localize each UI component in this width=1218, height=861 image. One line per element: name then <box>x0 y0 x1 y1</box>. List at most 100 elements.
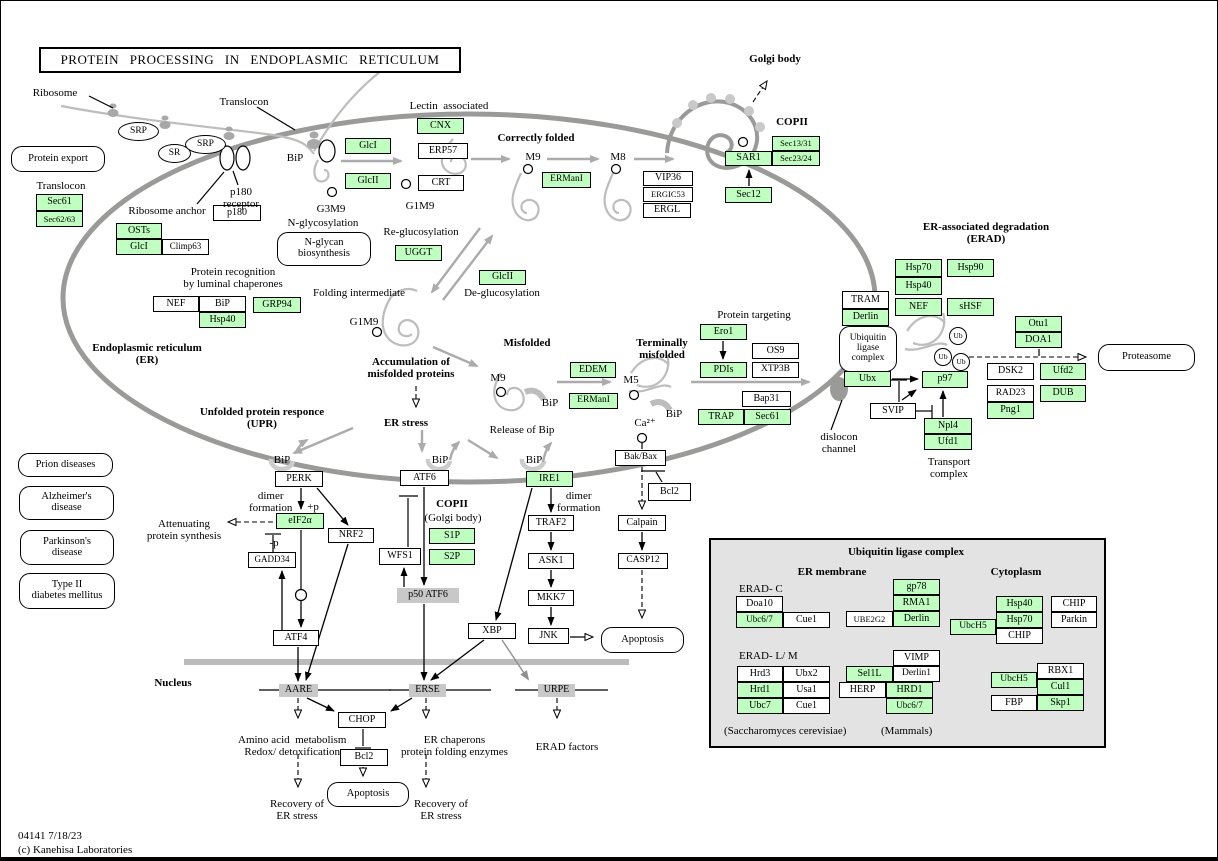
box-p180[interactable]: p180 <box>213 205 261 221</box>
gene-ubc67-mam[interactable]: Ubc6/7 <box>886 698 933 714</box>
gene-ufd1[interactable]: Ufd1 <box>924 434 972 450</box>
box-climp63[interactable]: Climp63 <box>162 239 209 255</box>
gene-ubch5-a[interactable]: UbcH5 <box>950 619 996 635</box>
box-parkin[interactable]: Parkin <box>1051 612 1097 628</box>
box-xbp[interactable]: XBP <box>468 623 516 639</box>
gene-ubc67-eradc[interactable]: Ubc6/7 <box>736 612 783 628</box>
gene-npl4[interactable]: Npl4 <box>924 418 972 434</box>
box-os9[interactable]: OS9 <box>752 343 799 359</box>
gene-dub[interactable]: DUB <box>1040 385 1086 402</box>
gene-sel1l[interactable]: Sel1L <box>846 666 893 682</box>
box-ask1[interactable]: ASK1 <box>528 553 574 569</box>
box-derlin1[interactable]: Derlin1 <box>893 666 940 682</box>
gene-otu1[interactable]: Otu1 <box>1015 316 1062 332</box>
box-nef-lum[interactable]: NEF <box>153 296 199 312</box>
gene-s1p[interactable]: S1P <box>429 528 475 544</box>
gene-ubc7[interactable]: Ubc7 <box>737 698 783 714</box>
box-crt[interactable]: CRT <box>418 175 464 191</box>
box-chip-stack[interactable]: CHIP <box>996 628 1043 644</box>
gene-pdis[interactable]: PDIs <box>700 362 747 378</box>
gene-eif2a[interactable]: eIF2α <box>276 513 324 529</box>
gene-edem[interactable]: EDEM <box>570 362 616 378</box>
gene-glcii-2[interactable]: GlcII <box>479 270 526 285</box>
gene-sec12[interactable]: Sec12 <box>725 187 772 203</box>
box-ubx2[interactable]: Ubx2 <box>783 666 830 682</box>
pathway-apoptosis-nuc[interactable]: Apoptosis <box>327 782 409 807</box>
gene-sec61-left[interactable]: Sec61 <box>36 194 83 211</box>
gene-sar1[interactable]: SAR1 <box>725 151 772 166</box>
gene-sec61-mid[interactable]: Sec61 <box>744 409 791 425</box>
gene-cnx[interactable]: CNX <box>417 118 464 134</box>
box-bak-bax[interactable]: Bak/Bax <box>615 450 666 466</box>
box-nrf2[interactable]: NRF2 <box>328 528 374 543</box>
gene-hsp70-erad[interactable]: Hsp70 <box>895 259 942 277</box>
box-ergl[interactable]: ERGL <box>643 203 691 218</box>
gene-glci-ost[interactable]: GlcI <box>116 239 162 255</box>
gene-sec62-63[interactable]: Sec62/63 <box>36 211 83 227</box>
box-tram[interactable]: TRAM <box>842 291 889 309</box>
box-hrd3[interactable]: Hrd3 <box>737 666 783 682</box>
box-erp57[interactable]: ERP57 <box>418 143 468 159</box>
pathway-n-glycan-biosynthesis[interactable]: N-glycan biosynthesis <box>277 232 371 266</box>
gene-glcii[interactable]: GlcII <box>345 173 391 189</box>
box-ube2g2[interactable]: UBE2G2 <box>846 611 893 627</box>
box-rad23[interactable]: RAD23 <box>987 385 1034 402</box>
box-vimp[interactable]: VIMP <box>893 650 940 666</box>
gene-png1[interactable]: Png1 <box>987 402 1034 419</box>
disease-alzheimer[interactable]: Alzheimer's disease <box>19 486 114 520</box>
gene-sec13-31[interactable]: Sec13/31 <box>772 136 820 151</box>
gene-ero1[interactable]: Ero1 <box>700 324 747 340</box>
box-bap31[interactable]: Bap31 <box>742 391 791 407</box>
box-wfs1[interactable]: WFS1 <box>379 548 421 565</box>
box-cue1-a[interactable]: Cue1 <box>783 612 830 628</box>
gene-p97[interactable]: p97 <box>922 371 968 388</box>
gene-ermani-top[interactable]: ERManI <box>542 172 591 188</box>
box-calpain[interactable]: Calpain <box>618 515 666 531</box>
box-casp12[interactable]: CASP12 <box>618 553 668 569</box>
box-cue1-b[interactable]: Cue1 <box>783 698 830 714</box>
gene-uggt[interactable]: UGGT <box>395 245 442 261</box>
complex-ubiquitin-ligase[interactable]: Ubiquitin ligase complex <box>839 326 897 372</box>
box-vip36[interactable]: VIP36 <box>643 171 693 186</box>
gene-s2p[interactable]: S2P <box>429 549 475 565</box>
gene-ermani-2[interactable]: ERManI <box>569 393 618 409</box>
disease-diabetes[interactable]: Type II diabetes mellitus <box>19 573 115 609</box>
box-usa1[interactable]: Usa1 <box>783 682 830 698</box>
pathway-protein-export[interactable]: Protein export <box>11 146 105 172</box>
box-atf6[interactable]: ATF6 <box>400 470 449 486</box>
box-perk[interactable]: PERK <box>275 471 323 487</box>
pathway-apoptosis-upr[interactable]: Apoptosis <box>601 627 684 653</box>
gene-ubx[interactable]: Ubx <box>844 371 891 387</box>
box-traf2[interactable]: TRAF2 <box>528 515 574 531</box>
gene-hrd1-mam[interactable]: HRD1 <box>886 682 933 698</box>
gene-nef-erad[interactable]: NEF <box>895 298 942 316</box>
gene-shsf[interactable]: sHSF <box>947 298 994 316</box>
gene-trap[interactable]: TRAP <box>698 409 744 425</box>
gene-ufd2[interactable]: Ufd2 <box>1040 363 1086 380</box>
gene-rma1[interactable]: RMA1 <box>893 595 940 611</box>
box-chip-2[interactable]: CHIP <box>1051 596 1097 612</box>
disease-prion[interactable]: Prion diseases <box>18 453 113 477</box>
box-ergic53[interactable]: ERGIC53 <box>643 187 693 202</box>
gene-hsp40-lum[interactable]: Hsp40 <box>199 312 246 328</box>
gene-ubch5-b[interactable]: UbcH5 <box>991 672 1037 688</box>
gene-derlin-ulc[interactable]: Derlin <box>893 611 940 627</box>
gene-ire1[interactable]: IRE1 <box>526 471 573 487</box>
disease-parkinson[interactable]: Parkinson's disease <box>20 530 114 565</box>
gene-derlin-erad[interactable]: Derlin <box>842 309 889 326</box>
gene-skp1[interactable]: Skp1 <box>1037 695 1084 711</box>
gene-hsp40-ulc[interactable]: Hsp40 <box>996 596 1043 612</box>
gene-doa1[interactable]: DOA1 <box>1015 332 1062 348</box>
box-xtp3b[interactable]: XTP3B <box>752 362 799 378</box>
gene-sec23-24[interactable]: Sec23/24 <box>772 151 820 166</box>
pathway-proteasome[interactable]: Proteasome <box>1098 344 1195 371</box>
box-bcl2-upr[interactable]: Bcl2 <box>648 483 691 501</box>
gene-osts[interactable]: OSTs <box>116 223 162 239</box>
box-svip[interactable]: SVIP <box>870 403 916 419</box>
box-jnk[interactable]: JNK <box>528 628 569 644</box>
gene-cul1[interactable]: Cul1 <box>1037 679 1084 695</box>
gene-gp78[interactable]: gp78 <box>893 579 940 595</box>
box-doa10[interactable]: Doa10 <box>736 596 783 612</box>
box-fbp[interactable]: FBP <box>991 695 1037 711</box>
box-dsk2[interactable]: DSK2 <box>987 363 1034 380</box>
